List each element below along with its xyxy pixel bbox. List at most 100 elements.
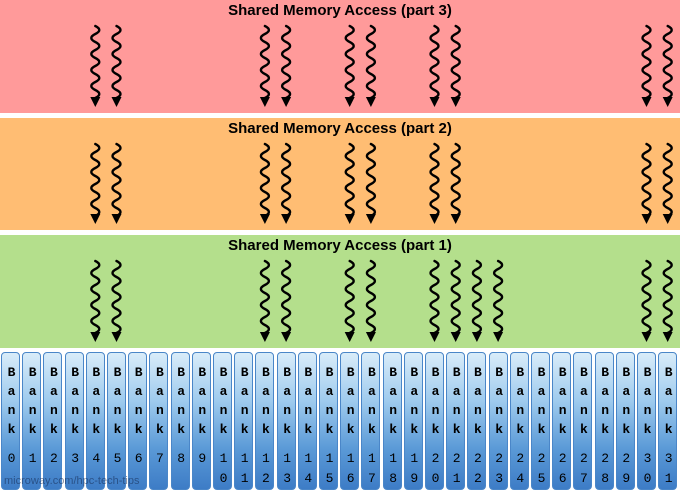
access-arrow	[344, 142, 355, 224]
watermark: microway.com/hpc-tech-tips	[4, 475, 140, 487]
access-arrow	[111, 24, 122, 107]
bank-number: 4	[92, 451, 101, 466]
access-arrow	[259, 142, 271, 224]
access-arrow	[365, 259, 377, 342]
bank-number: 5	[113, 451, 122, 466]
access-arrow	[662, 24, 673, 107]
access-arrow	[365, 142, 377, 224]
arrows-part3	[90, 24, 673, 107]
access-arrow	[111, 142, 122, 224]
access-arrow	[111, 259, 122, 342]
access-arrow	[365, 24, 377, 107]
band-title-part2: Shared Memory Access (part 2)	[228, 120, 452, 137]
bank-number: 1	[28, 451, 37, 466]
access-arrow	[471, 259, 483, 342]
band-part1: Shared Memory Access (part 1)	[0, 235, 680, 348]
band-title-part3: Shared Memory Access (part 3)	[228, 2, 452, 19]
band-title-part1: Shared Memory Access (part 1)	[228, 237, 452, 254]
arrows-part1	[90, 259, 673, 342]
access-arrow	[641, 24, 652, 107]
access-arrow	[429, 259, 440, 342]
band-part2: Shared Memory Access (part 2)	[0, 118, 680, 230]
access-arrow	[259, 24, 271, 107]
access-arrow	[450, 24, 461, 107]
bank-number: 6	[134, 451, 143, 466]
access-arrow	[429, 24, 440, 107]
access-arrow	[450, 142, 461, 224]
access-arrow	[280, 259, 292, 342]
access-arrow	[259, 259, 271, 342]
access-arrow	[641, 259, 652, 342]
access-arrow	[450, 259, 461, 342]
access-arrow	[662, 259, 673, 342]
bank-number: 7	[155, 451, 164, 466]
access-arrow	[492, 259, 504, 342]
access-arrow	[90, 142, 101, 224]
